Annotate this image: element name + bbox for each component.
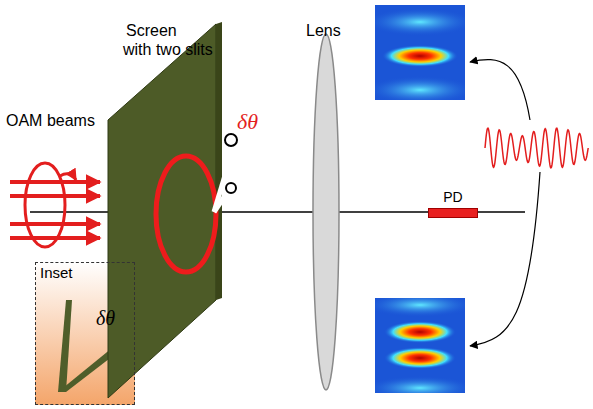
detector-label: PD [428,190,478,205]
beam-label: OAM beams [6,112,95,130]
angle-label: δθ [96,307,115,329]
screen-label: with two slits [123,41,213,59]
lens-label: Lens [306,22,341,40]
inset-label: Inset [40,265,73,282]
detector: PD [428,190,478,218]
detector-body [428,208,478,218]
angle-label: δθ [237,110,258,134]
signal-trace [485,128,588,168]
screen-label: Screen [126,22,177,40]
inset-box: Inset δθ [35,262,135,405]
